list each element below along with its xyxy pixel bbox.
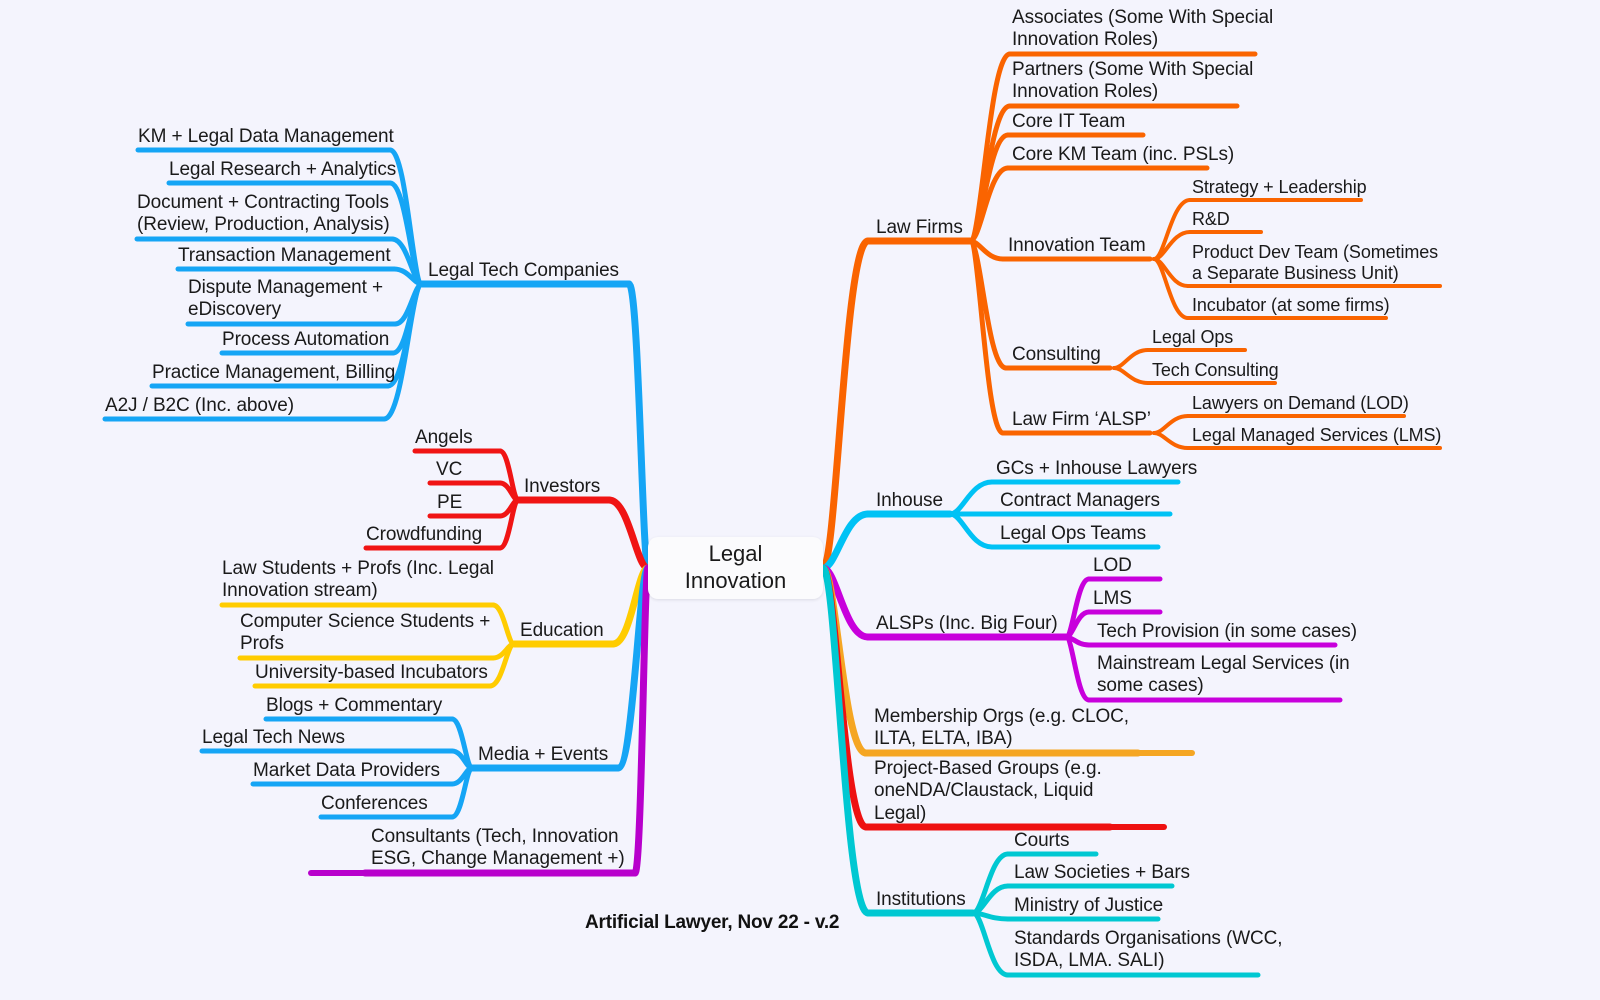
node-legal-tech-companies-child-6[interactable]: Practice Management, Billing — [152, 362, 396, 383]
branch-path — [970, 883, 1011, 916]
node-legal-tech-companies-child-4[interactable]: Dispute Management + eDiscovery — [188, 277, 383, 321]
node-institutions-child-1[interactable]: Law Societies + Bars — [1014, 862, 1190, 883]
node-law-firms-child-6-gc-1[interactable]: Legal Managed Services (LMS) — [1192, 425, 1442, 445]
node-alsps[interactable]: ALSPs (Inc. Big Four) — [876, 613, 1058, 634]
node-law-firms-child-6[interactable]: Law Firm ‘ALSP’ — [1012, 409, 1151, 430]
branch-path — [1063, 576, 1092, 640]
branch-path — [1063, 634, 1092, 703]
node-institutions[interactable]: Institutions — [876, 889, 966, 910]
node-media-events-child-0[interactable]: Blogs + Commentary — [266, 695, 443, 716]
credit-text: Artificial Lawyer, Nov 22 - v.2 — [585, 912, 840, 933]
node-investors-child-0[interactable]: Angels — [415, 427, 473, 448]
node-law-firms-child-4-gc-1[interactable]: R&D — [1192, 209, 1230, 229]
node-inhouse[interactable]: Inhouse — [876, 490, 943, 511]
node-law-firms-child-3[interactable]: Core KM Team (inc. PSLs) — [1012, 144, 1235, 165]
branch-path — [1152, 230, 1192, 261]
node-education-child-0[interactable]: Law Students + Profs (Inc. Legal Innovat… — [222, 558, 494, 602]
node-legal-tech-companies-child-1[interactable]: Legal Research + Analytics — [169, 159, 397, 180]
branch-path — [449, 765, 475, 820]
node-alsps-child-1[interactable]: LMS — [1093, 588, 1132, 609]
node-media-events[interactable]: Media + Events — [478, 744, 609, 765]
branch-path — [970, 851, 1011, 916]
branch-path — [967, 238, 1006, 436]
node-investors-child-2[interactable]: PE — [437, 492, 463, 513]
branch-path — [1152, 257, 1190, 320]
branch-path — [487, 641, 517, 689]
node-legal-tech-companies-child-2[interactable]: Document + Contracting Tools (Review, Pr… — [137, 192, 390, 236]
node-institutions-child-3[interactable]: Standards Organisations (WCC, ISDA, LMA.… — [1014, 928, 1283, 972]
node-legal-tech-companies-child-7[interactable]: A2J / B2C (Inc. above) — [105, 395, 294, 416]
node-inhouse-child-2[interactable]: Legal Ops Teams — [1000, 523, 1147, 544]
node-investors-child-1[interactable]: VC — [436, 459, 463, 480]
node-law-firms-child-0[interactable]: Associates (Some With Special Innovation… — [1012, 7, 1274, 51]
node-institutions-child-0[interactable]: Courts — [1014, 830, 1070, 851]
branch-path — [947, 511, 995, 550]
branch-path — [631, 564, 652, 877]
node-alsps-child-0[interactable]: LOD — [1093, 555, 1132, 576]
node-law-firms-child-5[interactable]: Consulting — [1012, 344, 1101, 365]
branch-path — [1112, 348, 1150, 370]
node-investors[interactable]: Investors — [524, 476, 601, 497]
node-legal-tech-companies-child-0[interactable]: KM + Legal Data Management — [138, 126, 394, 147]
node-legal-tech-companies[interactable]: Legal Tech Companies — [428, 260, 619, 281]
branch-path — [819, 564, 872, 917]
branch-path — [1152, 431, 1190, 450]
branch-path — [497, 497, 521, 551]
node-law-firms-child-5-gc-1[interactable]: Tech Consulting — [1152, 360, 1279, 380]
node-media-events-child-2[interactable]: Market Data Providers — [253, 760, 440, 781]
node-project-based-groups[interactable]: Project-Based Groups (e.g. oneNDA/Claust… — [874, 758, 1102, 824]
node-alsps-child-2[interactable]: Tech Provision (in some cases) — [1097, 621, 1357, 642]
node-institutions-child-2[interactable]: Ministry of Justice — [1014, 895, 1164, 916]
branch-path — [967, 165, 1011, 244]
node-law-firms-child-2[interactable]: Core IT Team — [1012, 111, 1126, 132]
branch-path — [490, 602, 517, 647]
node-law-firms-child-6-gc-0[interactable]: Lawyers on Demand (LOD) — [1192, 393, 1409, 413]
node-media-events-child-1[interactable]: Legal Tech News — [202, 727, 345, 748]
node-law-firms-child-4[interactable]: Innovation Team — [1008, 235, 1146, 256]
node-law-firms-child-5-gc-0[interactable]: Legal Ops — [1152, 327, 1234, 347]
node-consultants[interactable]: Consultants (Tech, Innovation ESG, Chang… — [371, 826, 625, 870]
node-inhouse-child-0[interactable]: GCs + Inhouse Lawyers — [996, 458, 1198, 479]
node-law-firms-child-4-gc-0[interactable]: Strategy + Leadership — [1192, 177, 1367, 197]
branch-path — [1152, 414, 1190, 435]
node-law-firms-child-4-gc-2[interactable]: Product Dev Team (Sometimes a Separate B… — [1192, 242, 1439, 284]
branch-path — [605, 496, 652, 572]
node-media-events-child-3[interactable]: Conferences — [321, 793, 428, 814]
branch-path — [625, 280, 652, 572]
node-inhouse-child-1[interactable]: Contract Managers — [1000, 490, 1160, 511]
branch-path — [970, 910, 1011, 978]
branch-path — [381, 281, 425, 422]
center-node[interactable]: Legal Innovation — [648, 537, 823, 599]
node-legal-tech-companies-child-5[interactable]: Process Automation — [222, 329, 390, 350]
node-education[interactable]: Education — [520, 620, 604, 641]
node-law-firms-child-1[interactable]: Partners (Some With Special Innovation R… — [1012, 59, 1254, 103]
node-investors-child-3[interactable]: Crowdfunding — [366, 524, 483, 545]
branch-path — [819, 237, 872, 572]
branch-path — [947, 479, 995, 517]
node-law-firms-child-4-gc-3[interactable]: Incubator (at some firms) — [1192, 295, 1390, 315]
node-legal-tech-companies-child-3[interactable]: Transaction Management — [178, 245, 391, 266]
node-alsps-child-3[interactable]: Mainstream Legal Services (in some cases… — [1097, 653, 1350, 697]
node-law-firms[interactable]: Law Firms — [876, 217, 963, 238]
branch-path — [1152, 198, 1192, 261]
node-education-child-2[interactable]: University-based Incubators — [255, 662, 488, 683]
branch-path — [1112, 366, 1150, 385]
node-education-child-1[interactable]: Computer Science Students + Profs — [240, 611, 491, 655]
node-membership-orgs[interactable]: Membership Orgs (e.g. CLOC, ILTA, ELTA, … — [874, 706, 1129, 750]
